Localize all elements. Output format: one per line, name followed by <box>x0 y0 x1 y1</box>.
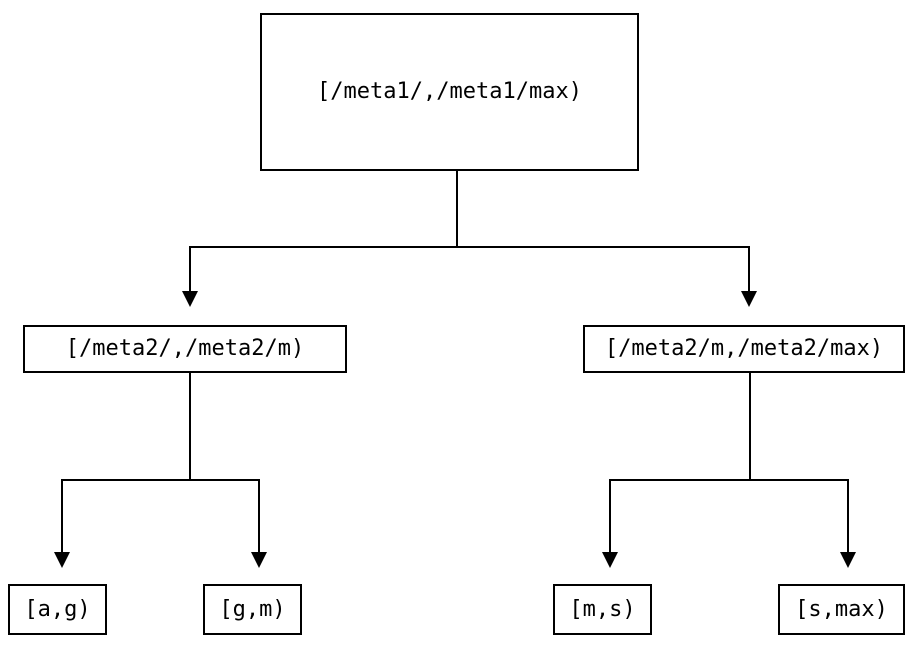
tree-node-right: [/meta2/m,/meta2/max) <box>583 325 905 373</box>
arrowhead-to-leaf-ms <box>602 552 618 568</box>
tree-node-leaf-smax-label: [s,max) <box>795 596 888 622</box>
arrowhead-to-leaf-gm <box>251 552 267 568</box>
tree-node-leaf-ag-label: [a,g) <box>24 596 91 622</box>
tree-node-root: [/meta1/,/meta1/max) <box>260 13 639 171</box>
tree-node-leaf-ag: [a,g) <box>8 584 107 635</box>
tree-node-leaf-ms: [m,s) <box>553 584 652 635</box>
tree-node-leaf-smax: [s,max) <box>778 584 905 635</box>
arrowhead-to-leaf-smax <box>840 552 856 568</box>
arrowhead-to-leaf-ag <box>54 552 70 568</box>
tree-node-left: [/meta2/,/meta2/m) <box>23 325 347 373</box>
arrowhead-to-left <box>182 291 198 307</box>
tree-node-root-label: [/meta1/,/meta1/max) <box>317 79 582 104</box>
tree-node-leaf-ms-label: [m,s) <box>569 596 636 622</box>
tree-node-left-label: [/meta2/,/meta2/m) <box>65 336 305 361</box>
tree-node-right-label: [/meta2/m,/meta2/max) <box>604 336 884 361</box>
tree-node-leaf-gm-label: [g,m) <box>219 596 286 622</box>
tree-node-leaf-gm: [g,m) <box>203 584 302 635</box>
arrowhead-to-right <box>741 291 757 307</box>
